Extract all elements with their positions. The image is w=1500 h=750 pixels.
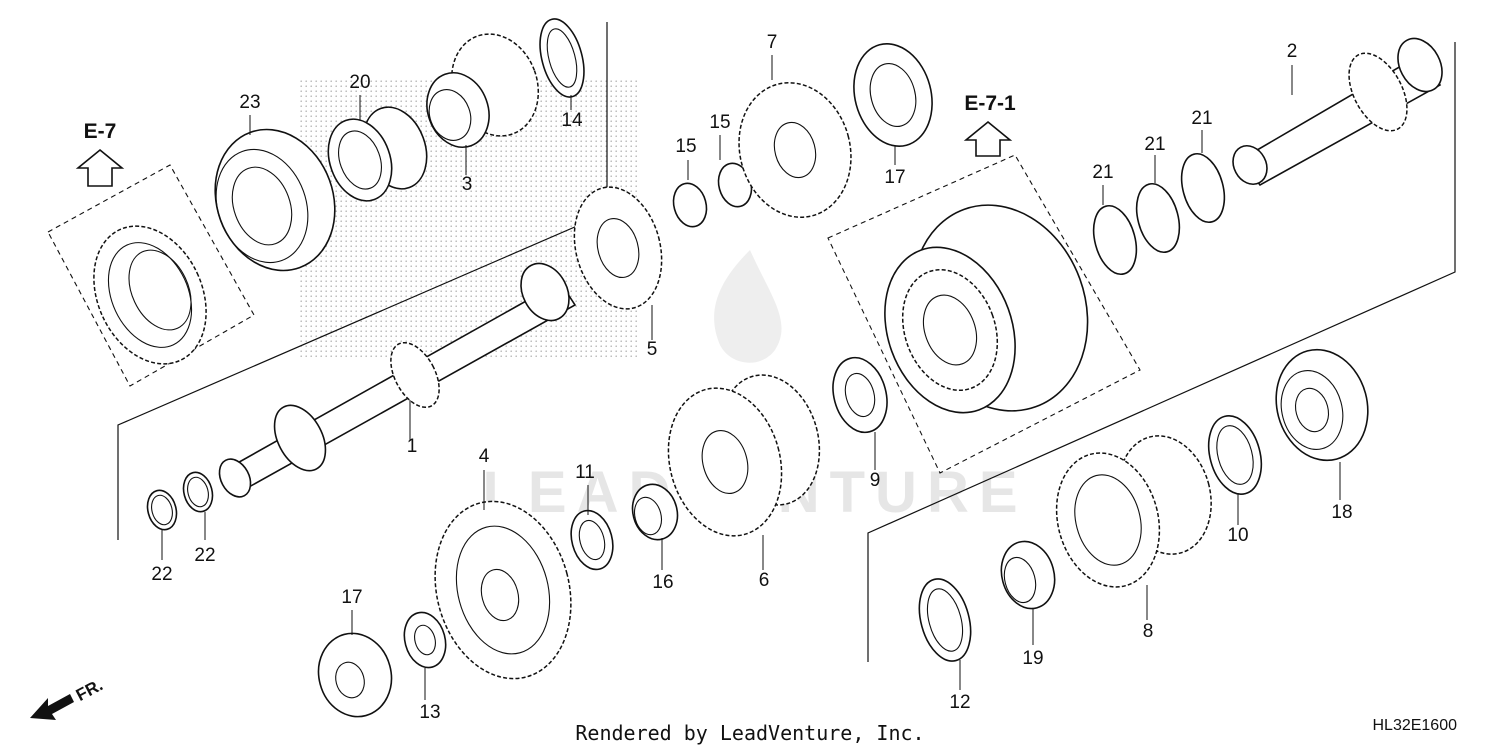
callout-22-a[interactable]: 22	[151, 564, 172, 585]
hub-gear-e7	[93, 225, 207, 365]
part-18-bearing[interactable]	[1264, 339, 1380, 470]
part-20-needle-bearing[interactable]	[317, 98, 437, 209]
part-22-ring-a[interactable]	[143, 487, 180, 533]
part-6-gear[interactable]	[652, 364, 833, 549]
callout-1[interactable]: 1	[407, 436, 418, 457]
callout-3[interactable]: 3	[462, 174, 473, 195]
callout-17-b[interactable]: 17	[884, 167, 905, 188]
part-19-needle-bearing[interactable]	[994, 535, 1062, 614]
part-13-washer[interactable]	[398, 608, 451, 672]
callout-6[interactable]: 6	[759, 570, 770, 591]
part-21-ring-a[interactable]	[1087, 201, 1144, 279]
callout-12[interactable]: 12	[949, 692, 970, 713]
part-23-bearing[interactable]	[196, 113, 354, 288]
footer-credit: Rendered by LeadVenture, Inc.	[575, 721, 924, 745]
callout-19[interactable]: 19	[1022, 648, 1043, 669]
callout-13[interactable]: 13	[419, 702, 440, 723]
callouts: 1 2 3 4 5 6 7 8 9 10 11 12 13 14 15 15 1…	[151, 32, 1352, 723]
part-3-gear[interactable]	[417, 22, 552, 156]
arrow-front-icon	[30, 694, 74, 720]
callout-21-b[interactable]: 21	[1144, 134, 1165, 155]
callout-23[interactable]: 23	[239, 92, 260, 113]
callout-8[interactable]: 8	[1143, 621, 1154, 642]
callout-18[interactable]: 18	[1331, 502, 1352, 523]
part-8-gear[interactable]	[1042, 425, 1224, 598]
part-4-gear[interactable]	[416, 486, 590, 694]
diagram-code: HL32E1600	[1372, 717, 1457, 734]
callout-10[interactable]: 10	[1227, 525, 1248, 546]
callout-2[interactable]: 2	[1287, 41, 1298, 62]
callout-16[interactable]: 16	[652, 572, 673, 593]
part-14-washer[interactable]	[532, 14, 591, 102]
e71-dashed-box	[827, 154, 1141, 474]
assembly-bracket-left	[117, 22, 608, 540]
front-label: FR.	[73, 675, 106, 705]
part-21-ring-c[interactable]	[1175, 149, 1232, 227]
callout-15-b[interactable]: 15	[709, 112, 730, 133]
arrow-up-icon	[963, 120, 1013, 157]
callout-7[interactable]: 7	[767, 32, 778, 53]
part-2-countershaft[interactable]	[1226, 31, 1450, 190]
arrow-up-icon	[75, 148, 125, 187]
callout-4[interactable]: 4	[479, 446, 490, 467]
callout-21-a[interactable]: 21	[1092, 162, 1113, 183]
part-1-mainshaft[interactable]	[213, 255, 578, 502]
part-5-gear[interactable]	[561, 177, 674, 319]
part-12-washer[interactable]	[911, 573, 979, 667]
callout-14[interactable]: 14	[561, 110, 583, 131]
part-9-thrust-plate[interactable]	[825, 352, 895, 439]
callout-17-a[interactable]: 17	[341, 587, 362, 608]
e71-reference[interactable]: E-7-1	[963, 92, 1016, 157]
part-21-ring-b[interactable]	[1130, 179, 1187, 257]
part-22-ring-b[interactable]	[179, 469, 216, 515]
part-17-bearing-upper[interactable]	[843, 35, 943, 155]
e7-label: E-7	[84, 120, 117, 143]
e7-dashed-box	[47, 164, 255, 387]
callout-11[interactable]: 11	[575, 462, 595, 483]
part-15-circlip-a[interactable]	[669, 180, 711, 231]
callout-22-b[interactable]: 22	[194, 545, 215, 566]
leader-lines	[161, 55, 1341, 700]
front-direction-indicator: FR.	[30, 675, 106, 720]
callout-15-a[interactable]: 15	[675, 136, 696, 157]
assembly-bracket-right	[867, 42, 1456, 662]
clutch-assembly-e71	[884, 204, 1089, 414]
part-17-bearing-lower[interactable]	[309, 625, 400, 725]
e7-reference[interactable]: E-7	[75, 120, 125, 187]
e71-label: E-7-1	[964, 92, 1016, 115]
part-11-washer[interactable]	[565, 506, 619, 574]
callout-5[interactable]: 5	[647, 339, 658, 360]
callout-20[interactable]: 20	[349, 72, 370, 93]
part-7-gear[interactable]	[724, 70, 865, 230]
callout-21-c[interactable]: 21	[1191, 108, 1212, 129]
part-10-washer[interactable]	[1200, 410, 1269, 500]
callout-9[interactable]: 9	[870, 470, 881, 491]
